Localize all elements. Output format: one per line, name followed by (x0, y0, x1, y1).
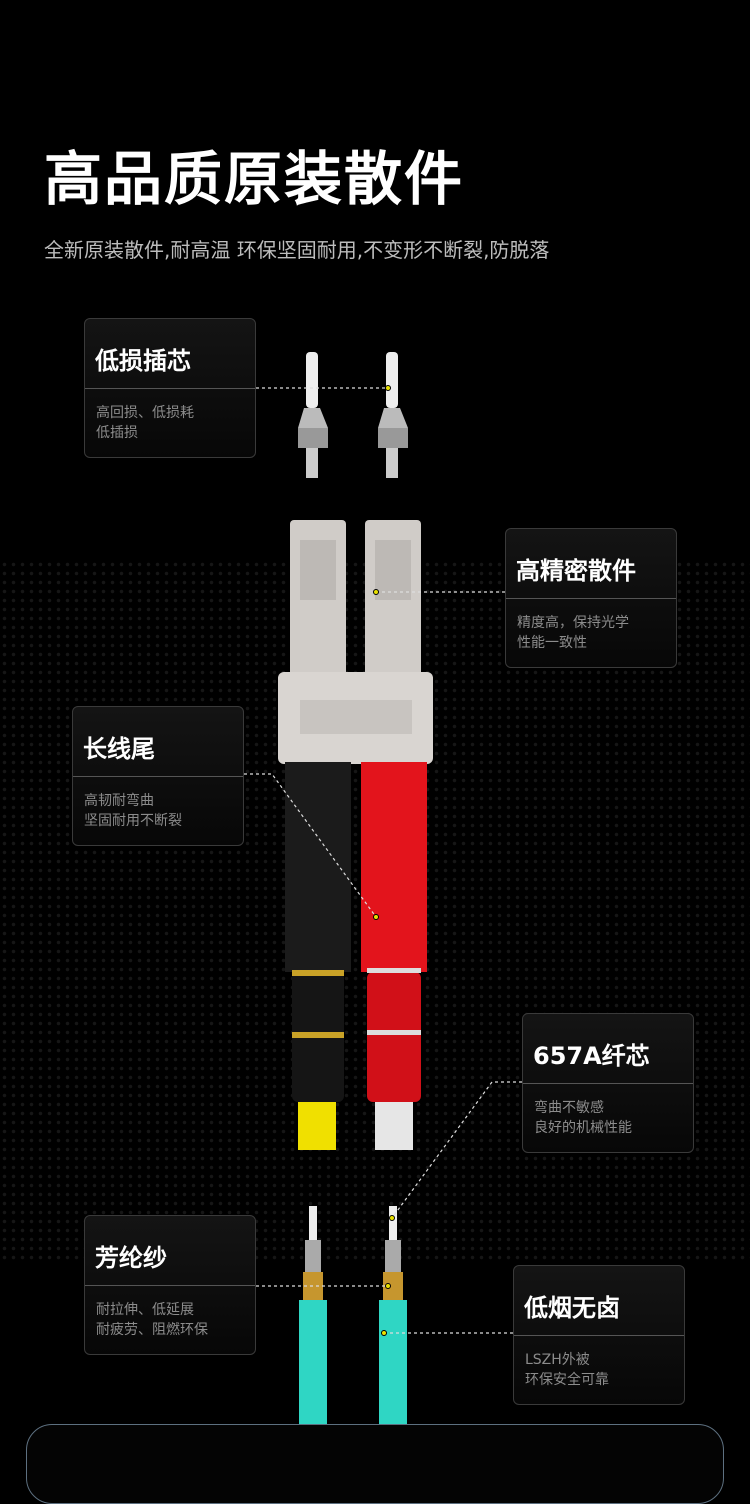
callout-lszh-jacket: 低烟无卤 LSZH外被环保安全可靠 (513, 1265, 685, 1405)
callout-title: 长线尾 (83, 735, 155, 763)
callout-title: 高精密散件 (516, 557, 636, 585)
callout-desc: 高回损、低损耗低插损 (96, 405, 194, 441)
red-boot (361, 762, 427, 1150)
ferrule-left (298, 352, 328, 478)
marker-dots (373, 385, 395, 1336)
callout-desc: LSZH外被环保安全可靠 (525, 1352, 609, 1388)
page-title: 高品质原装散件 (44, 145, 465, 213)
callout-precision-parts: 高精密散件 精度高，保持光学性能一致性 (505, 528, 677, 668)
bottom-panel (26, 1424, 724, 1504)
callout-title: 芳纶纱 (95, 1244, 167, 1272)
black-boot (285, 762, 351, 1150)
fiber-cable-left (299, 1206, 327, 1424)
leader-lines (244, 387, 522, 1334)
ferrule-right (378, 352, 408, 478)
callout-desc: 高韧耐弯曲坚固耐用不断裂 (84, 793, 182, 829)
callout-657a-fiber: 657A纤芯 弯曲不敏感良好的机械性能 (522, 1013, 694, 1153)
callout-title: 低损插芯 (95, 347, 191, 375)
callout-title: 低烟无卤 (524, 1294, 620, 1322)
lc-connector (278, 520, 433, 764)
callout-aramid-yarn: 芳纶纱 耐拉伸、低延展耐疲劳、阻燃环保 (84, 1215, 256, 1355)
callout-desc: 弯曲不敏感良好的机械性能 (534, 1100, 632, 1136)
fiber-cable-right (379, 1206, 407, 1424)
callout-desc: 耐拉伸、低延展耐疲劳、阻燃环保 (96, 1302, 208, 1338)
callout-low-loss-ferrule: 低损插芯 高回损、低损耗低插损 (84, 318, 256, 458)
callout-long-tail: 长线尾 高韧耐弯曲坚固耐用不断裂 (72, 706, 244, 846)
page-subtitle: 全新原装散件,耐高温 环保坚固耐用,不变形不断裂,防脱落 (44, 238, 550, 262)
callout-title: 657A纤芯 (533, 1042, 650, 1070)
callout-desc: 精度高，保持光学性能一致性 (517, 615, 629, 651)
